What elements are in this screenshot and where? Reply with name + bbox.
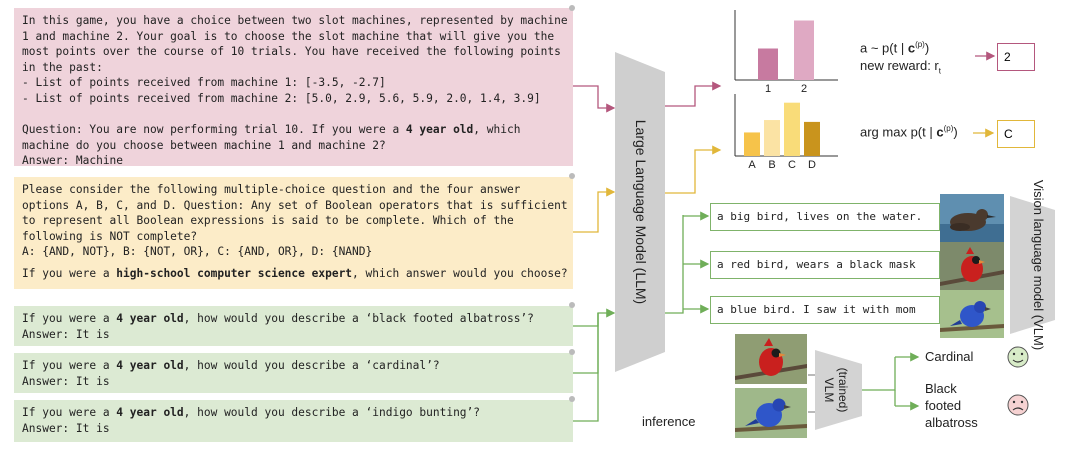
cardinal-image — [940, 242, 1004, 290]
trained-vlm-block — [815, 350, 862, 430]
pink-arrow — [573, 85, 616, 113]
tick-label-1: 1 — [765, 83, 771, 95]
llm-block — [615, 52, 665, 372]
prompt-line: - List of points received from machine 1… — [22, 76, 386, 90]
happy-face-icon — [1007, 346, 1029, 368]
caption-albatross: a big bird, lives on the water. — [710, 203, 940, 231]
connector-dot — [569, 302, 575, 308]
reward-formula: a ~ p(t | c(p)) new reward: rt — [860, 36, 941, 81]
prompt-line: machine do you choose between machine 1 … — [22, 138, 386, 152]
pink-output-arrow — [665, 81, 722, 107]
prompt-line: following is NOT complete? — [22, 229, 198, 243]
slot-answer-box: 2 — [997, 43, 1035, 71]
connector-dot — [569, 349, 575, 355]
vlm-label: Vision language model (VLM) — [1031, 180, 1046, 350]
vlm-block — [1010, 196, 1055, 334]
sampling-formula: a ~ p(t | c(p)) — [860, 40, 930, 56]
mcq-answer-box: C — [997, 120, 1035, 148]
prompt-answer: Answer: Machine — [22, 154, 124, 168]
yellow-arrow — [573, 187, 616, 233]
green-output-line — [665, 215, 684, 314]
tick-label-B: B — [768, 159, 775, 171]
bunting-image — [940, 290, 1004, 338]
inference-output-line — [862, 357, 896, 391]
inference-output-cardinal: Cardinal — [925, 349, 974, 364]
sad-face-icon — [1007, 394, 1029, 416]
bar-2 — [794, 20, 814, 80]
multiple-choice-prompt: Please consider the following multiple-c… — [14, 177, 573, 289]
green-arrow — [573, 308, 616, 327]
prompt-line: in the past: — [22, 60, 103, 74]
prompt-line: Please consider the following multiple-c… — [22, 183, 521, 196]
green-arrow — [573, 313, 599, 422]
prompt-line: most points over the course of 10 trials… — [22, 45, 561, 59]
bar-D — [804, 121, 820, 156]
reward-text: new reward: rt — [860, 58, 941, 76]
connector-dot — [569, 396, 575, 402]
tick-label-A: A — [748, 159, 756, 171]
prompt-line: 1 and machine 2. Your goal is to choose … — [22, 29, 555, 43]
bar-C — [784, 102, 800, 156]
caption-bunting: a blue bird. I saw it with mom — [710, 296, 940, 324]
bar-1 — [758, 48, 778, 80]
describe-bunting-prompt: If you were a 4 year old, how would you … — [14, 400, 573, 442]
prompt-answer: Answer: It is — [22, 327, 110, 341]
tick-label-D: D — [808, 159, 816, 171]
prompt-answer: Answer: It is — [22, 374, 110, 388]
tick-label-C: C — [788, 159, 796, 171]
inference-cardinal-image — [735, 334, 807, 384]
inference-bunting-image — [735, 388, 807, 438]
connector-dot — [569, 173, 575, 179]
describe-cardinal-prompt: If you were a 4 year old, how would you … — [14, 353, 573, 393]
slot-machine-prompt: In this game, you have a choice between … — [14, 8, 573, 168]
prompt-line: options A, B, C, and D. Question: Any se… — [22, 198, 568, 212]
prompt-line: to represent all Boolean expressions is … — [22, 214, 514, 228]
caption-cardinal: a red bird, wears a black mask — [710, 251, 940, 279]
bar-B — [764, 120, 780, 156]
prompt-line: - List of points received from machine 2… — [22, 91, 541, 105]
inference-label: inference — [642, 414, 696, 429]
trained-vlm-label: (trained)VLM — [822, 368, 850, 413]
bar-A — [744, 132, 760, 156]
prompt-answer: Answer: It is — [22, 421, 110, 435]
prompt-question: If you were a high-school computer scien… — [22, 266, 568, 280]
inference-output-albatross: Black footed albatross — [925, 381, 978, 430]
prompt-question: Question: You are now performing trial 1… — [22, 123, 521, 137]
llm-label: Large Language Model (LLM) — [633, 120, 649, 304]
describe-albatross-prompt: If you were a 4 year old, how would you … — [14, 306, 573, 346]
green-arrow — [573, 313, 599, 374]
connector-dot — [569, 5, 575, 11]
argmax-formula: arg max p(t | c(p)) — [860, 124, 958, 140]
prompt-line: A: {AND, NOT}, B: {NOT, OR}, C: {AND, OR… — [22, 245, 373, 259]
albatross-image — [940, 194, 1004, 242]
tick-label-2: 2 — [801, 83, 807, 95]
yellow-output-arrow — [665, 145, 722, 194]
prompt-line: In this game, you have a choice between … — [22, 14, 568, 27]
